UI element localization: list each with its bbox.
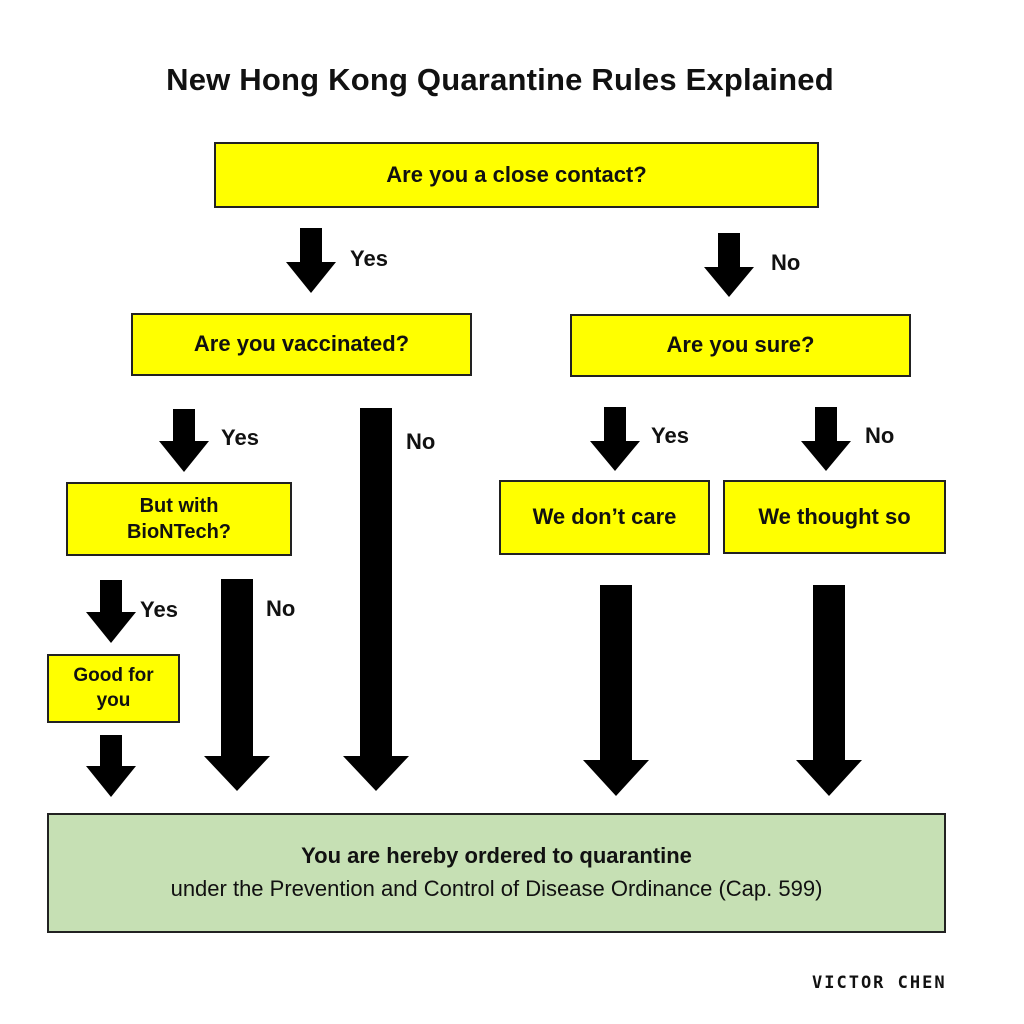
label-close-contact-no: No xyxy=(771,250,801,275)
label-biontech-yes: Yes xyxy=(140,597,178,622)
node-good-for-you: Good for you xyxy=(47,654,180,723)
node-are-you-sure: Are you sure? xyxy=(570,314,911,377)
node-good-for-you-label: Good for you xyxy=(73,664,154,711)
label-sure-no: No xyxy=(865,423,895,448)
label-close-contact-yes: Yes xyxy=(350,246,388,271)
outcome-box: You are hereby ordered to quarantine und… xyxy=(47,813,946,933)
arrow-good-for-you xyxy=(86,735,136,797)
arrow-biontech-yes xyxy=(86,580,136,643)
label-sure-yes: Yes xyxy=(651,423,689,448)
arrow-close-contact-no xyxy=(704,233,754,297)
node-close-contact: Are you a close contact? xyxy=(214,142,819,208)
label-vaccinated-yes: Yes xyxy=(221,425,259,450)
node-thought-so: We thought so xyxy=(723,480,946,554)
signature: VICTOR CHEN xyxy=(812,973,947,993)
node-biontech: But with BioNTech? xyxy=(66,482,292,556)
arrow-vaccinated-no xyxy=(343,408,409,791)
label-biontech-no: No xyxy=(266,596,296,621)
node-dont-care-label: We don’t care xyxy=(532,504,677,530)
node-dont-care: We don’t care xyxy=(499,480,710,555)
arrow-biontech-no xyxy=(204,579,270,791)
arrow-dont-care xyxy=(583,585,649,796)
outcome-headline: You are hereby ordered to quarantine xyxy=(301,843,692,869)
arrow-sure-no xyxy=(801,407,851,471)
node-thought-so-label: We thought so xyxy=(758,503,911,529)
arrow-sure-yes xyxy=(590,407,640,471)
arrow-close-contact-yes xyxy=(286,228,336,293)
label-vaccinated-no: No xyxy=(406,429,436,454)
node-close-contact-label: Are you a close contact? xyxy=(386,161,647,187)
node-are-you-sure-label: Are you sure? xyxy=(666,332,815,358)
outcome-subline: under the Prevention and Control of Dise… xyxy=(170,876,823,901)
node-vaccinated: Are you vaccinated? xyxy=(131,313,472,376)
arrow-thought-so xyxy=(796,585,862,796)
arrow-vaccinated-yes xyxy=(159,409,209,472)
node-vaccinated-label: Are you vaccinated? xyxy=(193,331,410,357)
node-biontech-label: But with BioNTech? xyxy=(126,495,232,543)
page-title: New Hong Kong Quarantine Rules Explained xyxy=(166,62,834,97)
